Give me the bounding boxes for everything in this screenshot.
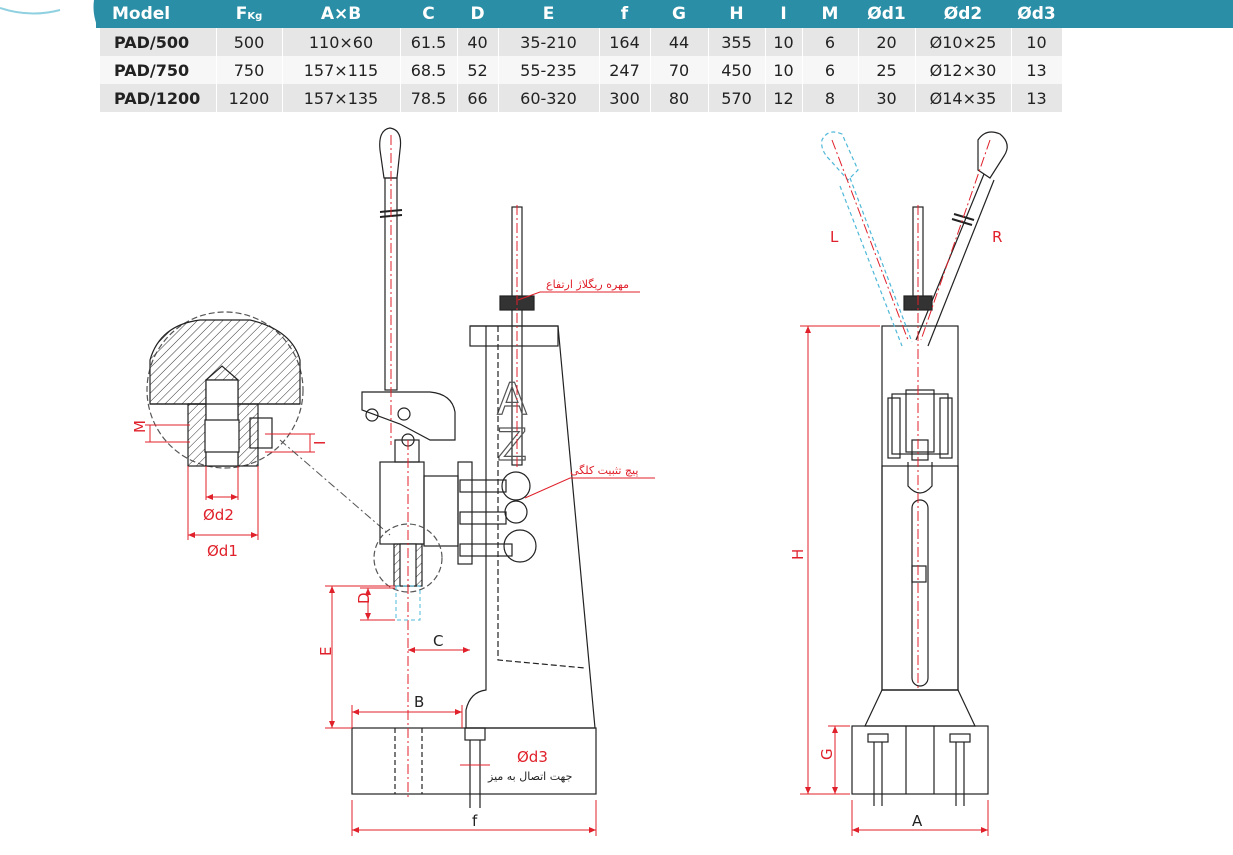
note-height-nut: مهره ریگلاژ ارتفاع: [546, 278, 629, 291]
table-cell: 13: [1011, 56, 1063, 84]
table-cell: 10: [765, 28, 803, 56]
table-cell: 80: [650, 84, 709, 112]
table-cell: 10: [765, 56, 803, 84]
table-cell: 750: [216, 56, 283, 84]
col-model: Model: [112, 4, 171, 24]
table-cell: 30: [858, 84, 916, 112]
table-cell: 157×115: [282, 56, 401, 84]
col-d: D: [470, 4, 485, 24]
col-e: E: [542, 4, 555, 24]
dim-label-f: f: [472, 812, 478, 830]
table-cell: 1200: [216, 84, 283, 112]
note-table-mount: جهت اتصال به میز: [487, 770, 572, 783]
table-cell: 570: [708, 84, 766, 112]
table-row: PAD/500 500 110×60 61.5 40 35-210 164 44…: [100, 28, 1063, 56]
table-cell: 55-235: [498, 56, 600, 84]
table-cell: 20: [858, 28, 916, 56]
table-cell: PAD/1200: [100, 84, 217, 112]
detail-view: [146, 311, 304, 469]
col-i: I: [780, 4, 787, 24]
col-c: C: [422, 4, 435, 24]
table-cell: 164: [599, 28, 651, 56]
table-cell: 61.5: [400, 28, 458, 56]
detail-leader: [279, 439, 391, 536]
label-right-position: R: [992, 228, 1002, 246]
dim-label-a: A: [912, 812, 923, 830]
col-f: f: [620, 4, 629, 24]
table-cell: 25: [858, 56, 916, 84]
svg-text:Z: Z: [497, 420, 527, 471]
table-cell: 355: [708, 28, 766, 56]
label-left-position: L: [830, 228, 839, 246]
table-cell: PAD/500: [100, 28, 217, 56]
dim-label-b: B: [414, 693, 424, 711]
col-force: FKg: [216, 0, 282, 28]
front-phantom-handle: [821, 131, 913, 347]
table-cell: 68.5: [400, 56, 458, 84]
table-cell: 35-210: [498, 28, 600, 56]
dim-label-e: E: [317, 647, 335, 656]
table-cell: PAD/750: [100, 56, 217, 84]
table-cell: 157×135: [282, 84, 401, 112]
side-view: A Z: [351, 127, 597, 808]
col-force-unit: Kg: [247, 11, 263, 22]
col-d1: Ød1: [867, 4, 906, 24]
table-cell: Ø12×30: [915, 56, 1012, 84]
table-cell: 52: [457, 56, 499, 84]
table-cell: 13: [1011, 84, 1063, 112]
table-cell: 44: [650, 28, 709, 56]
table-cell: 78.5: [400, 84, 458, 112]
table-cell: Ø14×35: [915, 84, 1012, 112]
table-cell: Ø10×25: [915, 28, 1012, 56]
note-gib-screw: پیچ تثبیت کلگی: [570, 464, 638, 477]
col-axb: A×B: [320, 4, 362, 24]
dim-label-c: C: [433, 632, 443, 650]
table-cell: 450: [708, 56, 766, 84]
front-view: [851, 131, 1008, 806]
dim-label-g: G: [818, 748, 836, 760]
table-cell: 70: [650, 56, 709, 84]
col-force-symbol: F: [235, 4, 248, 24]
table-cell: 12: [765, 84, 803, 112]
dim-label-d3: Ød3: [517, 748, 548, 766]
table-cell: 247: [599, 56, 651, 84]
side-phantom: [395, 585, 421, 621]
table-cell: 6: [802, 28, 859, 56]
table-cell: 66: [457, 84, 499, 112]
header-bar: [96, 0, 1233, 28]
front-dimensions: [800, 325, 989, 836]
svg-text:A: A: [497, 374, 527, 425]
dim-label-i: I: [311, 441, 329, 445]
col-h: H: [729, 4, 744, 24]
table-cell: 6: [802, 56, 859, 84]
dim-label-h: H: [789, 549, 807, 560]
dim-label-m: M: [131, 420, 149, 433]
table-row: PAD/750 750 157×115 68.5 52 55-235 247 7…: [100, 56, 1063, 84]
col-g: G: [672, 4, 686, 24]
col-d3: Ød3: [1017, 4, 1056, 24]
side-dimensions: [325, 291, 655, 836]
table-cell: 110×60: [282, 28, 401, 56]
front-centerlines: [831, 139, 991, 690]
table-cell: 60-320: [498, 84, 600, 112]
dim-label-d1: Ød1: [207, 542, 238, 560]
spec-table: Model FKg A×B C D E f G H I M Ød1 Ød2 Ød…: [100, 0, 1063, 112]
dim-label-d: D: [355, 592, 373, 604]
detail-dimensions: [145, 424, 315, 540]
col-m: M: [821, 4, 839, 24]
col-d2: Ød2: [943, 4, 983, 24]
table-cell: 40: [457, 28, 499, 56]
table-cell: 300: [599, 84, 651, 112]
table-cell: 10: [1011, 28, 1063, 56]
table-row: PAD/1200 1200 157×135 78.5 66 60-320 300…: [100, 84, 1063, 112]
dim-label-d2: Ød2: [203, 506, 234, 524]
spec-header-row: Model FKg A×B C D E f G H I M Ød1 Ød2 Ød…: [100, 0, 1062, 28]
table-cell: 8: [802, 84, 859, 112]
table-cell: 500: [216, 28, 283, 56]
